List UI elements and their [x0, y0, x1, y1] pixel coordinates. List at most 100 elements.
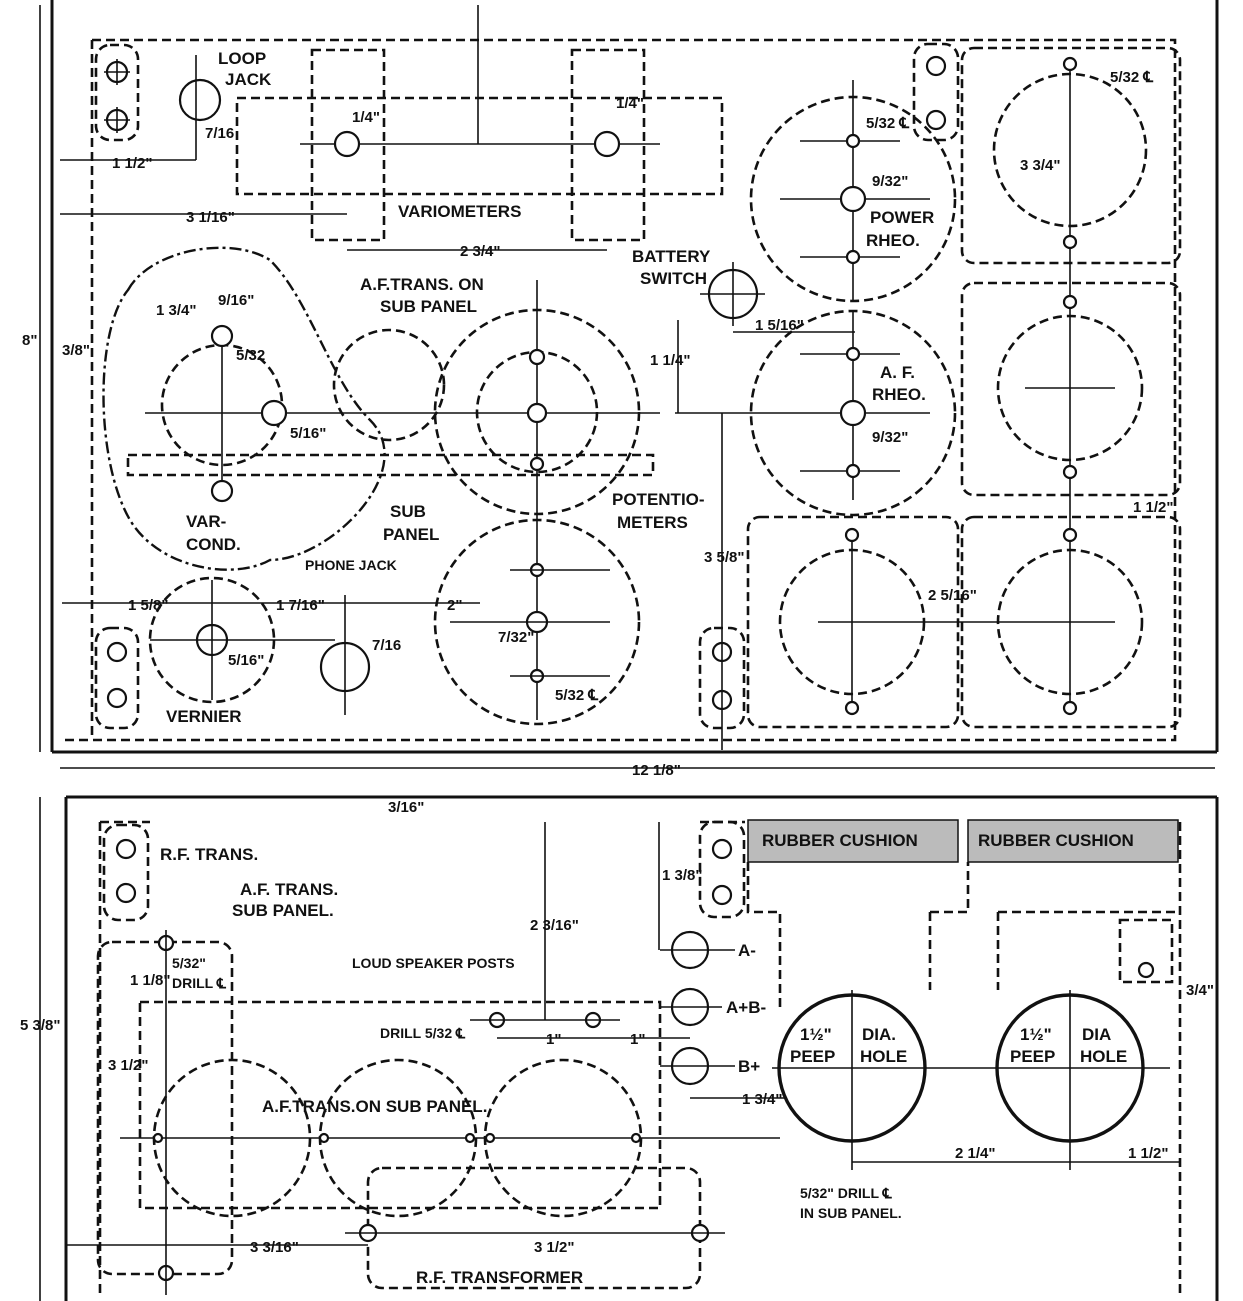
af-rheo-hole-932: 9/32"	[872, 429, 908, 446]
dim-3-4: 3/4"	[1186, 982, 1214, 999]
rubber-cushion-1	[747, 819, 959, 863]
bottom-panel: 5 3/8" 3/16" RUBBER CUSHION RUBBER CUSHI…	[20, 795, 1219, 1301]
rubber-cushion-label-2: RUBBER CUSHION	[978, 831, 1134, 850]
power-rheostat: POWER RHEO. 9/32" 5/32 ℄	[749, 80, 957, 303]
peep-2-hole: HOLE	[1080, 1047, 1127, 1066]
loop-jack-hole-size: 7/16	[205, 125, 234, 142]
power-rheo-hole-532: 5/32 ℄	[866, 115, 909, 132]
sub-drill-note-1: 5/32" DRILL ℄	[800, 1185, 893, 1201]
potentiometers-label-1: POTENTIO-	[612, 490, 705, 509]
power-rheo-label-2: RHEO.	[866, 231, 920, 250]
loop-jack: LOOP JACK 7/16 1 1/2"	[60, 43, 272, 172]
battery-posts: 1 3/8" A- A+B- B+ 1 3/4"	[658, 820, 852, 1108]
af-trans-sub-panel: A.F. TRANS. SUB PANEL. A.F.TRANS.ON SUB …	[120, 880, 780, 1218]
dim-1-7-16: 1 7/16"	[276, 597, 325, 614]
dim-1-1-2-bottom: 1 1/2"	[1128, 1145, 1168, 1162]
loud-speaker-label: LOUD SPEAKER POSTS	[352, 955, 515, 971]
dim-3-1-2-v: 3 1/2"	[108, 1057, 148, 1074]
power-rheo-label-1: POWER	[870, 208, 934, 227]
phone-jack-label: PHONE JACK	[305, 557, 397, 573]
dim-2: 2"	[447, 597, 462, 614]
var-cond-label-2: COND.	[186, 535, 241, 554]
potentiometers: POTENTIO- METERS 7/32" 5/32 ℄	[433, 490, 705, 726]
dim-1-1-2-right: 1 1/2"	[1133, 499, 1173, 516]
rubber-cushion-2	[967, 819, 1179, 863]
dim-2-3-16: 2 3/16"	[530, 917, 579, 934]
dim-9-16-a: 9/16"	[218, 292, 254, 309]
a-minus-label: A-	[738, 941, 756, 960]
pot-hole-532: 5/32 ℄	[555, 687, 598, 704]
loop-jack-label-2: JACK	[225, 70, 272, 89]
vernier-label: VERNIER	[166, 707, 242, 726]
peep-1-word: PEEP	[790, 1047, 835, 1066]
vernier: 5/16" VERNIER 1 5/8" 1 7/16" 2" PHONE JA…	[62, 557, 480, 730]
peep-1-hole: HOLE	[860, 1047, 907, 1066]
dim-1-3-4-bottom: 1 3/4"	[742, 1091, 782, 1108]
peep-1-size: 1½"	[800, 1025, 832, 1044]
af-rheo-label-2: RHEO.	[872, 385, 926, 404]
dim-2-3-4: 2 3/4"	[460, 243, 500, 260]
drill-label: DRILL ℄	[172, 975, 227, 991]
sub-panel-label-2: PANEL	[383, 525, 439, 544]
vernier-hole-516: 5/16"	[228, 652, 264, 669]
dim-1-1-8: 1 1/8"	[130, 972, 170, 989]
dim-3-3-4: 3 3/4"	[1020, 157, 1060, 174]
pot-hole-732: 7/32"	[498, 629, 534, 646]
af-trans-sub-label-2: SUB PANEL.	[232, 901, 334, 920]
rf-transformer: 3 3/16" 3 1/2" R.F. TRANSFORMER	[66, 1166, 725, 1290]
top-panel: LOOP JACK 7/16 1 1/2" 1/4" 1/4" VARIOMET…	[22, 0, 1219, 779]
rf-trans-left: R.F. TRANS. 5/32" DRILL ℄ 1 1/8" 3 1/2"	[96, 823, 258, 1295]
dim-height-8: 8"	[22, 332, 37, 349]
dim-3-1-16: 3 1/16"	[186, 209, 235, 226]
dim-overall-width: 12 1/8"	[632, 762, 681, 779]
var-hole-516: 5/16"	[290, 425, 326, 442]
loop-jack-label-1: LOOP	[218, 49, 266, 68]
af-trans-label-2: SUB PANEL	[380, 297, 477, 316]
rf-trans-label: R.F. TRANS.	[160, 845, 258, 864]
battery-switch-label-1: BATTERY	[632, 247, 711, 266]
drill-small-label: DRILL 5/32 ℄	[380, 1025, 466, 1041]
af-trans-sub-label-1: A.F. TRANS.	[240, 880, 338, 899]
peep-holes: 1½" DIA. PEEP HOLE 1½" DIA PEEP HOLE 2 1…	[772, 918, 1214, 1170]
phone-jack-hole: 7/16	[372, 637, 401, 654]
loud-speaker-posts: LOUD SPEAKER POSTS 1" 1" DRILL 5/32 ℄ 2 …	[352, 822, 690, 1048]
a-plus-b-minus-label: A+B-	[726, 998, 766, 1017]
dim-3-8-left: 3/8"	[62, 342, 90, 359]
battery-switch-label-2: SWITCH	[640, 269, 707, 288]
var-condenser: VAR- COND. SUB PANEL 1 3/4" 9/16" 3/8" 8…	[22, 246, 660, 571]
battery-switch: BATTERY SWITCH 1 5/16" 1 1/4"	[632, 247, 855, 413]
af-trans-on-sub-label: A.F.TRANS.ON SUB PANEL.	[262, 1097, 487, 1116]
right-hole-532: 5/32 ℄	[1110, 69, 1153, 86]
dim-1-1-4: 1 1/4"	[650, 352, 690, 369]
potentiometers-label-2: METERS	[617, 513, 688, 532]
peep-2-word: PEEP	[1010, 1047, 1055, 1066]
dim-2-5-16: 2 5/16"	[928, 587, 977, 604]
dim-3-5-8: 3 5/8"	[704, 549, 744, 566]
var-cond-label-1: VAR-	[186, 512, 226, 531]
dim-3-1-2-h: 3 1/2"	[534, 1239, 574, 1256]
vario-hole-left: 1/4"	[352, 109, 380, 126]
vario-hole-right: 1/4"	[616, 95, 644, 112]
dim-1-ls-b: 1"	[630, 1031, 645, 1048]
rf-transformer-label: R.F. TRANSFORMER	[416, 1268, 583, 1287]
b-plus-label: B+	[738, 1057, 760, 1076]
rubber-cushion-label-1: RUBBER CUSHION	[762, 831, 918, 850]
tube-sockets-right: 3 3/4" 5/32 ℄ 2 5/16" 1 1/2" 3 5/8"	[698, 42, 1182, 750]
peep-2-dia: DIA	[1082, 1025, 1111, 1044]
af-rheostat: A. F. RHEO. 9/32"	[675, 309, 957, 517]
peep-1-dia: DIA.	[862, 1025, 896, 1044]
peep-2-size: 1½"	[1020, 1025, 1052, 1044]
dim-loop-1-1-2: 1 1/2"	[112, 155, 152, 172]
af-trans-label-1: A.F.TRANS. ON	[360, 275, 484, 294]
sub-panel-label-1: SUB	[390, 502, 426, 521]
dim-3-16-bottom: 3/16"	[388, 799, 424, 816]
var-hole-532: 5/32	[236, 347, 265, 364]
variometers-label: VARIOMETERS	[398, 202, 521, 221]
af-rheo-label-1: A. F.	[880, 363, 915, 382]
dim-height-5-3-8: 5 3/8"	[20, 1017, 60, 1034]
af-trans-top: A.F.TRANS. ON SUB PANEL	[332, 275, 641, 720]
drill-532: 5/32"	[172, 955, 206, 971]
dim-1-3-4: 1 3/4"	[156, 302, 196, 319]
variometers: 1/4" 1/4" VARIOMETERS 3 1/16" 2 3/4"	[60, 5, 724, 260]
